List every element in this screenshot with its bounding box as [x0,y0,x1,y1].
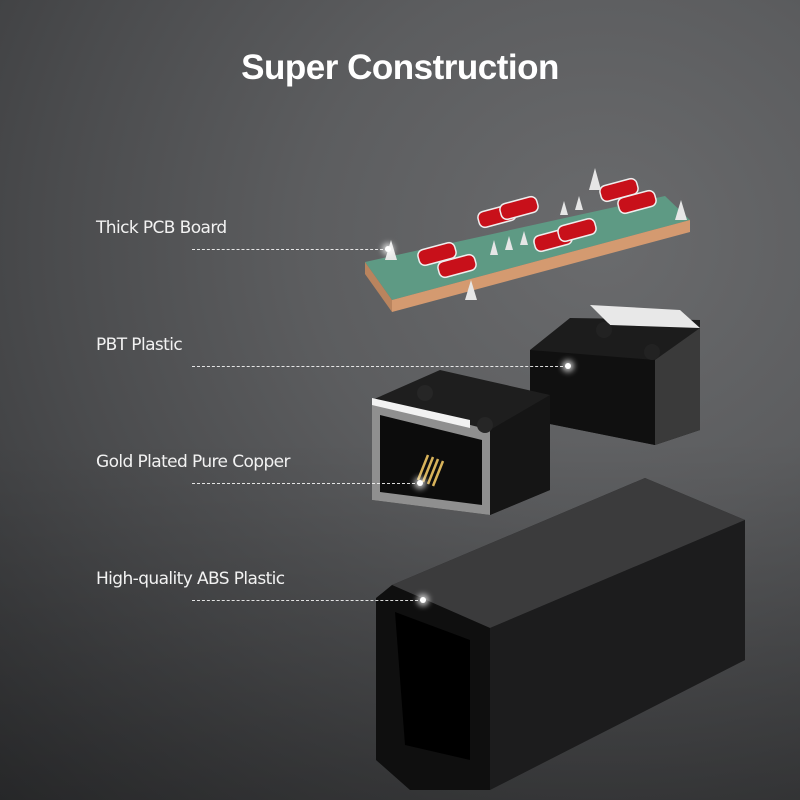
highlight-dot [385,246,391,252]
leader-line [192,249,388,250]
leader-line [192,483,420,484]
feature-label: PBT Plastic [96,335,183,355]
page-title: Super Construction [241,48,559,87]
highlight-dot [565,363,571,369]
highlight-dot [417,480,423,486]
highlight-dot [420,597,426,603]
leader-line [192,366,568,367]
feature-label: High-quality ABS Plastic [96,569,285,589]
feature-label: Gold Plated Pure Copper [96,452,291,472]
feature-label: Thick PCB Board [96,218,227,238]
leader-line [192,600,423,601]
